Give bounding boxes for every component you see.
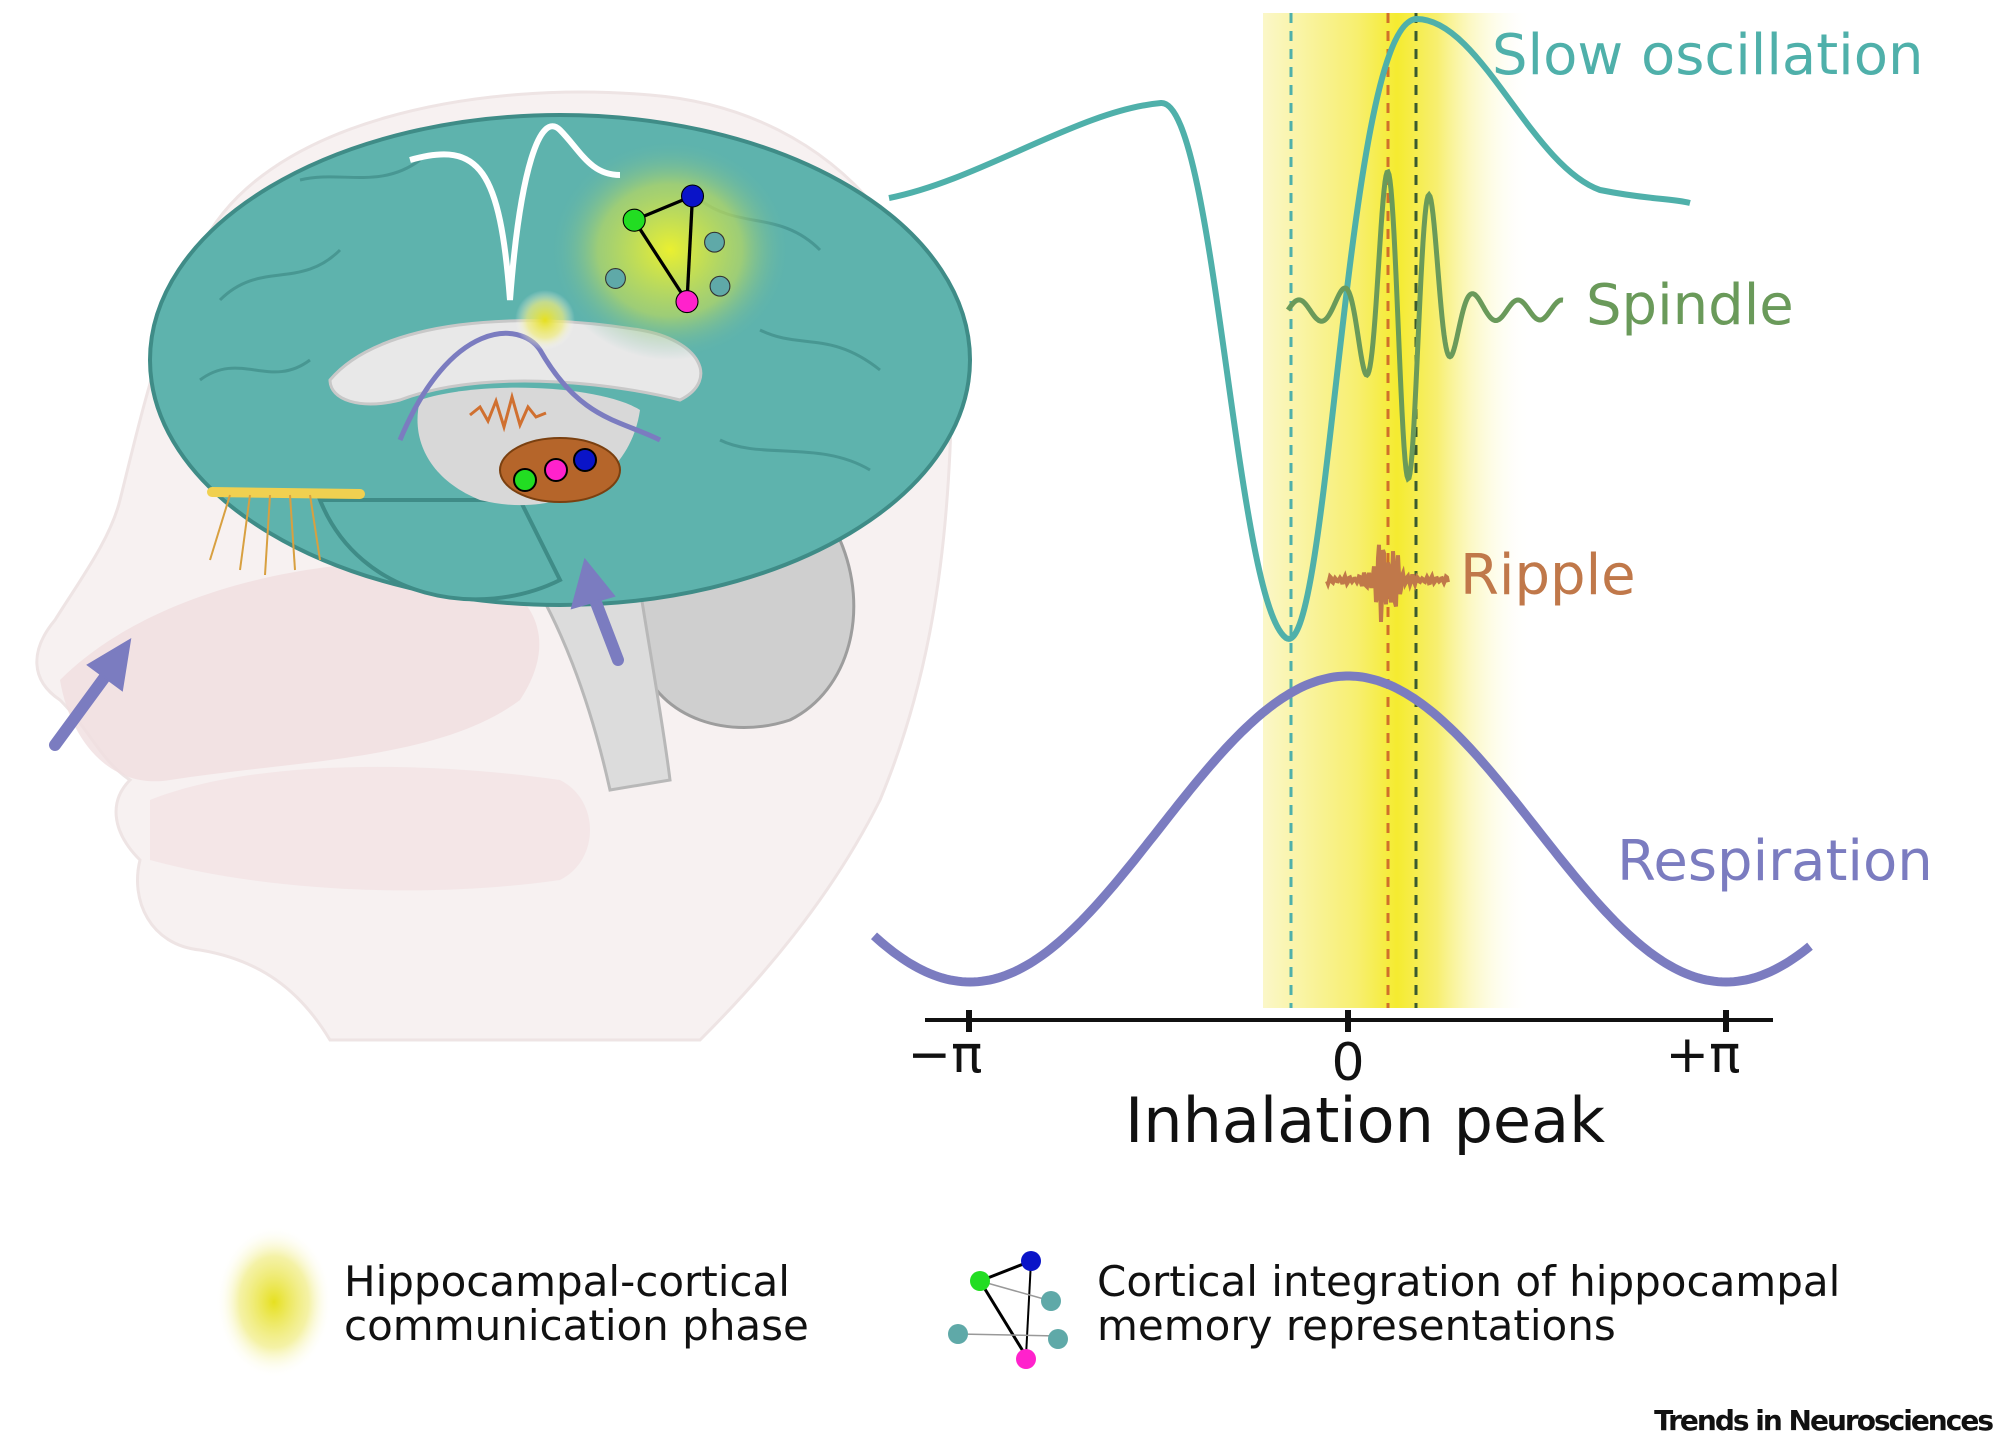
tick-label-zero: 0 bbox=[1331, 1033, 1364, 1093]
journal-name: Trends in Neurosciences bbox=[1654, 1404, 1993, 1437]
cortex-glow bbox=[550, 140, 790, 360]
legend-phase-line2: communication phase bbox=[344, 1301, 809, 1350]
spindle-label: Spindle bbox=[1586, 273, 1794, 338]
ripple-trace bbox=[1325, 544, 1450, 622]
cortical-network-icon bbox=[605, 184, 731, 314]
tick-label-minus-pi: −π bbox=[908, 1025, 983, 1085]
respiration-trace bbox=[870, 671, 1813, 987]
tick-label-plus-pi: +π bbox=[1666, 1025, 1741, 1085]
inset-slow-oscillation bbox=[409, 123, 621, 301]
hippocampal-ensemble bbox=[513, 448, 597, 492]
temporal-lobe bbox=[317, 498, 563, 602]
brainstem-arrow-icon bbox=[570, 557, 624, 666]
respiration-label: Respiration bbox=[1617, 829, 1933, 894]
spindle-trace bbox=[1285, 168, 1564, 483]
nasal-cavity bbox=[60, 560, 540, 782]
legend: Hippocampal-cortical communication phase… bbox=[216, 1226, 1840, 1378]
communication-phase-band bbox=[1263, 13, 1531, 1008]
legend-network-line2: memory representations bbox=[1097, 1301, 1616, 1350]
phase-diagram: Slow oscillation Spindle Ripple Respirat… bbox=[870, 13, 1933, 1157]
glow-icon bbox=[216, 1226, 332, 1378]
slow-oscillation-label: Slow oscillation bbox=[1492, 23, 1923, 88]
network-icon bbox=[948, 1251, 1068, 1369]
inset-glow bbox=[515, 290, 575, 350]
airflow-arrow-icon bbox=[49, 638, 132, 751]
legend-phase-line1: Hippocampal-cortical bbox=[344, 1257, 790, 1306]
ripple-label: Ripple bbox=[1460, 543, 1636, 608]
slow-oscillation-trace bbox=[888, 15, 1691, 642]
head-illustration bbox=[35, 90, 972, 1042]
oral-cavity bbox=[150, 766, 590, 891]
axis-label: Inhalation peak bbox=[1125, 1084, 1605, 1157]
phase-axis: −π 0 +π Inhalation peak bbox=[908, 1010, 1773, 1157]
inset-ripple bbox=[469, 391, 547, 433]
legend-network-line1: Cortical integration of hippocampal bbox=[1097, 1257, 1840, 1306]
olfactory-bulb bbox=[207, 487, 365, 576]
